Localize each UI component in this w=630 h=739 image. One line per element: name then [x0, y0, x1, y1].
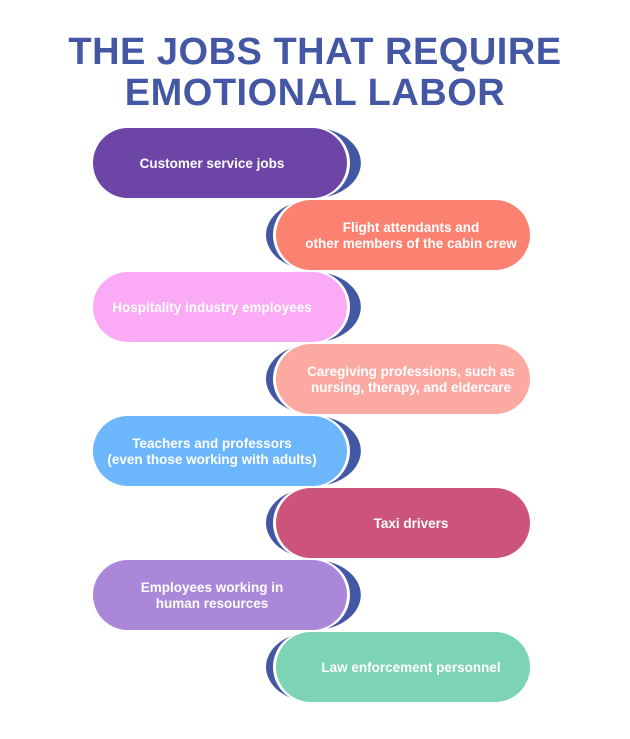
job-label: Caregiving professions, such as	[307, 364, 515, 379]
title-line-2: EMOTIONAL LABOR	[124, 72, 506, 114]
job-label: Employees working in	[141, 580, 284, 595]
job-label: other members of the cabin crew	[305, 236, 517, 251]
job-label: (even those working with adults)	[107, 452, 316, 467]
job-label: human resources	[156, 596, 269, 611]
title-line-1: THE JOBS THAT REQUIRE	[68, 31, 562, 73]
job-label: Law enforcement personnel	[321, 660, 500, 675]
job-pill	[276, 200, 530, 270]
job-pill	[93, 128, 347, 198]
job-item: Caregiving professions, such asnursing, …	[273, 343, 530, 415]
job-pill	[276, 632, 530, 702]
job-pill	[93, 560, 347, 630]
job-label: Flight attendants and	[343, 220, 480, 235]
page-title: THE JOBS THAT REQUIRE EMOTIONAL LABOR	[0, 32, 630, 114]
job-label: Teachers and professors	[132, 436, 292, 451]
job-pill	[276, 344, 530, 414]
job-item: Taxi drivers	[273, 487, 530, 559]
job-label: nursing, therapy, and eldercare	[311, 380, 512, 395]
job-label: Hospitality industry employees	[112, 300, 312, 315]
job-label: Customer service jobs	[140, 156, 285, 171]
job-item: Hospitality industry employees	[93, 271, 350, 343]
job-pill	[93, 416, 347, 486]
job-item: Customer service jobs	[93, 127, 350, 199]
job-item: Law enforcement personnel	[273, 631, 530, 703]
job-label: Taxi drivers	[374, 516, 449, 531]
job-pill	[276, 488, 530, 558]
job-pill	[93, 272, 347, 342]
job-item: Teachers and professors(even those worki…	[93, 415, 350, 487]
